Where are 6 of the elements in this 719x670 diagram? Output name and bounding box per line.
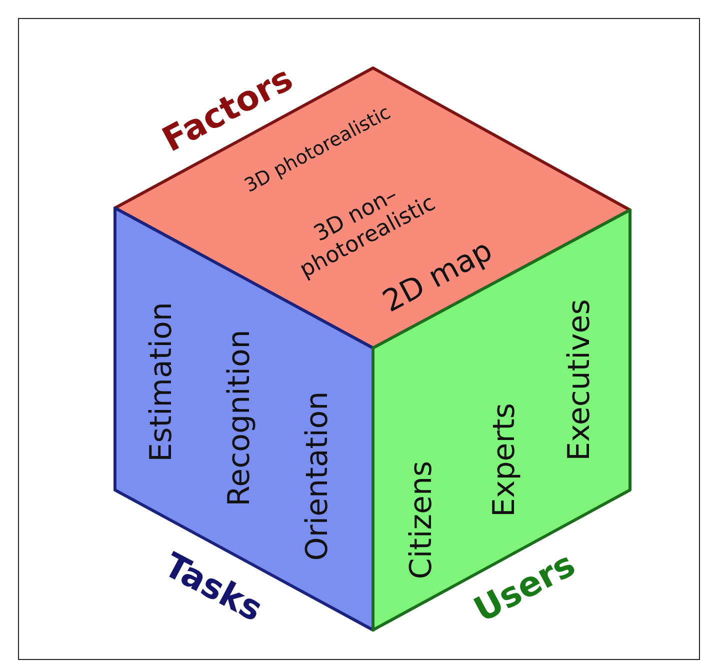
face-label: Orientation [300,391,336,561]
face-label: Recognition [222,330,258,506]
face-label: Estimation [144,302,180,462]
face-label: Experts [488,403,522,517]
face-label: Citizens [404,460,440,580]
face-label: Executives [562,299,598,461]
